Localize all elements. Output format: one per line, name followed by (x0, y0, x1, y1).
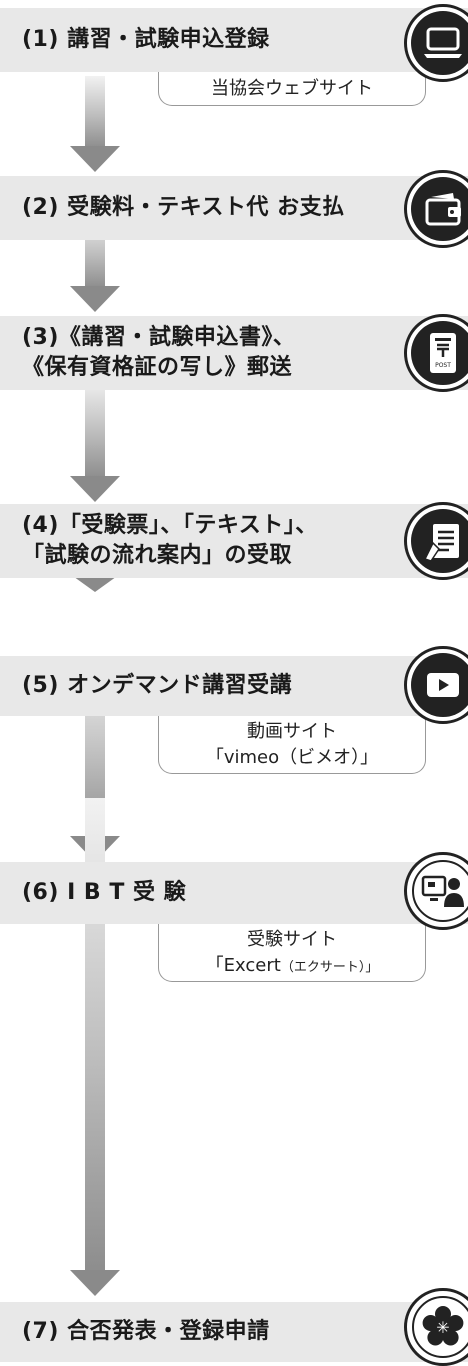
play-icon (404, 646, 468, 724)
step-1-note: 当協会ウェブサイト (158, 72, 426, 106)
step-6-note: 受験サイト 「Excert（エクサート）」 (158, 924, 426, 982)
postbox-icon: POST (404, 314, 468, 392)
step-5-title: (5) オンデマンド講習受講 (22, 673, 293, 699)
step-1: (1) 講習・試験申込登録 (0, 8, 468, 72)
step-3-title-line-2: 《保有資格証の写し》郵送 (22, 355, 293, 380)
step-5-note: 動画サイト 「vimeo（ビメオ）」 (158, 716, 426, 774)
step-3-title-line-1: (3)《講習・試験申込書》、 (22, 325, 296, 351)
step-1-note-text: 当協会ウェブサイト (211, 77, 373, 99)
svg-text:✳: ✳ (436, 1318, 449, 1337)
step-6-note-line-1: 受験サイト (247, 929, 337, 951)
step-1-title: (1) 講習・試験申込登録 (22, 27, 270, 53)
step-5-note-line-2: 「vimeo（ビメオ）」 (205, 746, 379, 768)
wallet-icon (404, 170, 468, 248)
sakura-badge-icon: ✳ (404, 1288, 468, 1366)
step-4: (4)「受験票」、「テキスト」、 「試験の流れ案内」の受取 (0, 504, 468, 578)
step-6-title: (6) I B T 受 験 (22, 880, 187, 906)
document-icon (404, 502, 468, 580)
step-4-title-line-1: (4)「受験票」、「テキスト」、 (22, 513, 318, 539)
post-label: POST (435, 362, 451, 369)
step-7: (7) 合否発表・登録申請 (0, 1302, 468, 1362)
online-exam-icon (404, 852, 468, 930)
step-2: (2) 受験料・テキスト代 お支払 (0, 176, 468, 240)
step-6-note-line-2: 「Excert（エクサート）」 (205, 954, 379, 976)
flow-arrow (70, 378, 120, 502)
step-6: (6) I B T 受 験 (0, 862, 468, 924)
step-5: (5) オンデマンド講習受講 (0, 656, 468, 716)
step-4-title-line-2: 「試験の流れ案内」の受取 (22, 543, 293, 568)
step-5-note-line-1: 動画サイト (247, 721, 337, 743)
flow-arrow (70, 76, 120, 172)
step-3: (3)《講習・試験申込書》、 《保有資格証の写し》郵送 (0, 316, 468, 390)
step-7-title: (7) 合否発表・登録申請 (22, 1319, 270, 1345)
step-2-title: (2) 受験料・テキスト代 お支払 (22, 195, 345, 221)
laptop-icon (404, 4, 468, 82)
